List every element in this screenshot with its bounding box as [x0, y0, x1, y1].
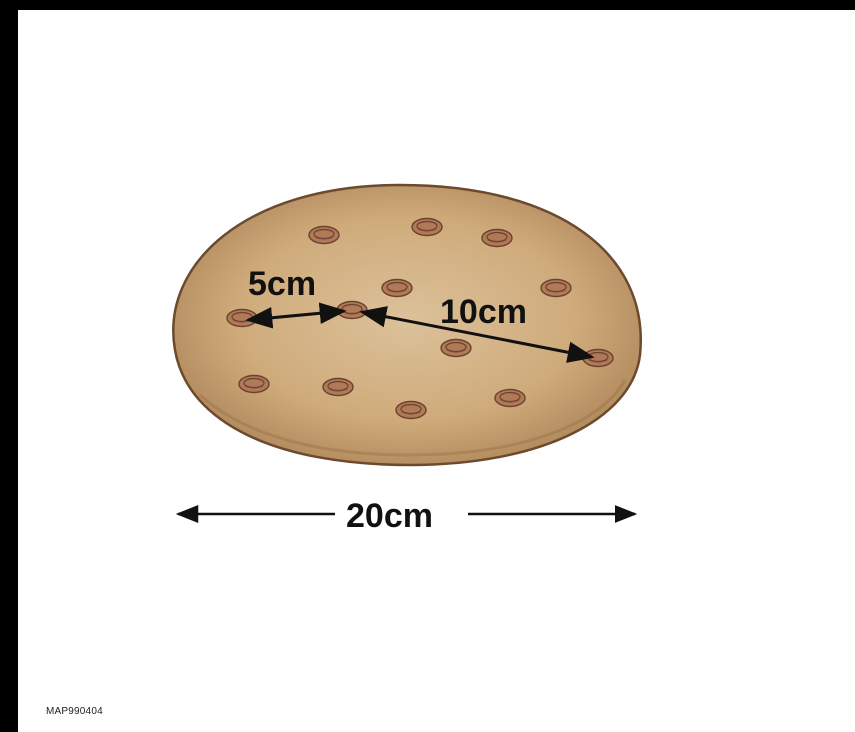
raisin: [541, 280, 571, 297]
long-distance-label: 10cm: [440, 293, 527, 331]
raisin: [495, 390, 525, 407]
raisin: [412, 219, 442, 236]
raisin: [227, 310, 257, 327]
raisin: [323, 379, 353, 396]
raisin: [382, 280, 412, 297]
width-label: 20cm: [346, 497, 433, 535]
raisin: [441, 340, 471, 357]
raisin: [482, 230, 512, 247]
raisin: [309, 227, 339, 244]
raisin: [583, 350, 613, 367]
raisin: [239, 376, 269, 393]
figure-code: MAP990404: [46, 706, 103, 717]
raisin: [396, 402, 426, 419]
short-distance-label: 5cm: [248, 265, 316, 303]
